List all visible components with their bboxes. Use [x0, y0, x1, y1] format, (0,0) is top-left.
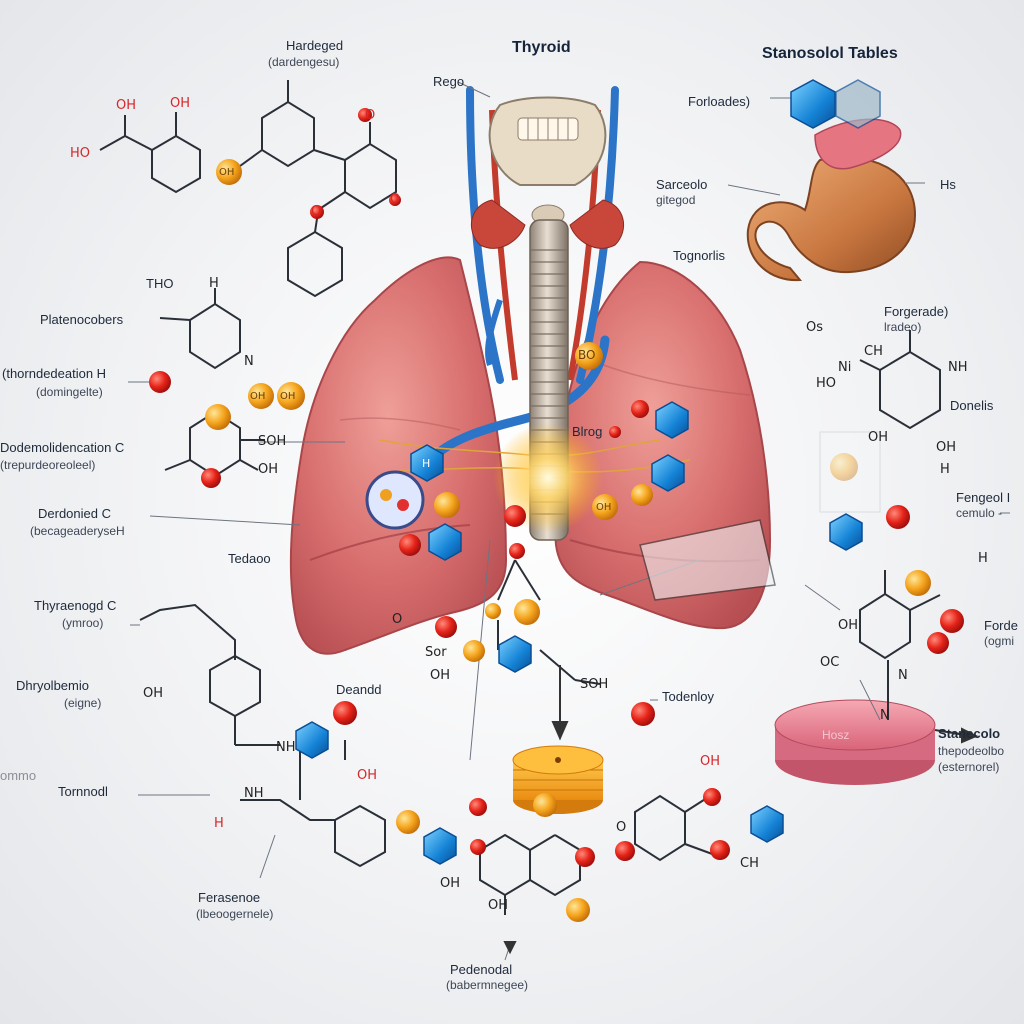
ommo-label: ommo — [0, 768, 37, 783]
bead-label-h: H — [422, 457, 431, 470]
glow-center — [493, 423, 603, 533]
chem-oh-10: OH — [700, 754, 721, 769]
chem-oh-5: OH — [143, 686, 164, 701]
chem-ho-2: HO — [816, 376, 837, 391]
orange-disc-icon — [512, 745, 604, 814]
chem-h-1: H — [214, 816, 224, 831]
sarceolo-label: Sarceolo — [656, 177, 708, 192]
chem-oh-7: OH — [868, 430, 889, 445]
tho-label: THO — [146, 276, 174, 291]
tognorlis-label: Tognorlis — [673, 248, 726, 263]
chem-o-4: O — [616, 820, 627, 835]
hardeged-sublabel: (dardengesu) — [268, 55, 340, 69]
rego-label: Rego — [433, 74, 465, 89]
chem-n: N — [880, 708, 890, 723]
chem-ch-2: CH — [740, 856, 759, 871]
forde-sublabel: (ogmi — [984, 634, 1015, 648]
hexagon-molecules — [295, 79, 881, 865]
chem-h-3: H — [978, 551, 988, 566]
chromdedeation-label: (thorndedeation H — [2, 366, 107, 381]
chem-nh-3: NH — [948, 360, 968, 375]
tedaoo-label: Tedaoo — [228, 551, 271, 566]
arrow-icon — [503, 665, 979, 955]
chromdedeation-sublabel: (domingelte) — [36, 385, 103, 399]
ferasenoe-sublabel: (lbeoogernele) — [196, 907, 274, 921]
chem-h-2: H — [940, 462, 950, 477]
chem-soh: SOH — [258, 434, 287, 449]
chem-ho-1: HO — [70, 146, 91, 161]
chem-nh-2: NH — [244, 786, 264, 801]
dodemolidencation-label: Dodemolidencation C — [0, 440, 125, 455]
chem-oh-3: OH — [258, 462, 279, 477]
bead-label-dd: OH — [250, 391, 266, 402]
chem-o-ring-3: O — [311, 204, 322, 219]
chem-sor: Sor — [425, 645, 447, 660]
chem-nh-1: NH — [276, 740, 296, 755]
pedenodal-label: Pedenodal — [450, 962, 513, 977]
bead-label-gg: OH — [280, 391, 296, 402]
bead-label-oh: OH — [219, 167, 235, 178]
stanecolo-sublabel-2: (esternorel) — [938, 760, 1000, 774]
chem-nh-4: N — [898, 668, 908, 683]
forloades-label: Forloades) — [688, 94, 751, 109]
bead-label-ol: OH — [596, 502, 612, 513]
tablet-imprint: Hosz — [822, 728, 850, 742]
dhryolbemio-label: Dhryolbemio — [16, 678, 89, 693]
atom-beads — [149, 108, 964, 922]
forgerade-label: Forgerade) — [884, 304, 949, 319]
chem-oh-11: OH — [440, 876, 461, 891]
pedenodal-sublabel: (babermnegee) — [446, 978, 529, 992]
platenocobers-label: Platenocobers — [40, 312, 124, 327]
chem-o-c: O — [392, 612, 403, 627]
hardeged-label: Hardeged — [286, 38, 344, 53]
stanecolo-sublabel: thepodeolbo — [938, 744, 1005, 758]
chem-oh-1: OH — [116, 98, 137, 113]
chem-o-ring: O — [365, 108, 376, 123]
chem-oh-12: OH — [488, 898, 509, 913]
molecule-structures — [99, 80, 941, 915]
hs-label: Hs — [940, 177, 956, 192]
chem-soh-2: SOH — [580, 677, 609, 692]
forgerade-sublabel: lradeo) — [884, 320, 922, 334]
fengeol-label: Fengeol I — [956, 490, 1011, 505]
thyraenogd-label: Thyraenogd C — [34, 598, 117, 613]
bead-label-bo: BO — [578, 348, 596, 362]
forde-label: Forde — [984, 618, 1018, 633]
dodemolidencation-sublabel: (trepurdeoreoleel) — [0, 458, 96, 472]
thyroid-title: Thyroid — [512, 39, 571, 56]
dhryolbemio-sublabel: (eigne) — [64, 696, 102, 710]
derdonied-label: Derdonied C — [38, 506, 111, 521]
derdonied-sublabel: (becageaderyseH — [30, 524, 125, 538]
thyroid-anatomy-icon — [471, 96, 624, 249]
stanosolol-tables-title: Stanosolol Tables — [762, 45, 898, 62]
chem-oh-9: OH — [838, 618, 859, 633]
deandd-label: Deandd — [336, 682, 382, 697]
chem-os: Os — [806, 320, 824, 335]
chem-ch-1: CH — [864, 344, 883, 359]
todenloy-label: Todenloy — [662, 689, 715, 704]
donelis-label: Donelis — [950, 398, 994, 413]
chem-o-ring-2: O — [390, 192, 401, 207]
thyraenogd-sublabel: (ymroo) — [62, 616, 104, 630]
chem-oh-4: OH — [430, 668, 451, 683]
chem-oh-6: OH — [357, 768, 378, 783]
chem-oc: OC — [820, 655, 840, 670]
pink-tablet-icon — [774, 699, 936, 785]
blrog-label: Blrog — [572, 424, 603, 439]
stomach-icon — [746, 118, 917, 282]
magnifier-icon — [365, 431, 881, 601]
fengeol-sublabel: cemulo - — [956, 506, 1003, 520]
ferasenoe-label: Ferasenoe — [198, 890, 261, 905]
sarceolo-sublabel: gitegod — [656, 193, 696, 207]
chem-n-h: N — [244, 354, 254, 369]
tornnodl-label: Tornnodl — [58, 784, 108, 799]
lung-left-icon — [289, 256, 508, 655]
chem-ni: Ni — [838, 360, 852, 375]
chem-h-top: H — [209, 276, 219, 291]
chem-oh-8: OH — [936, 440, 957, 455]
stanecolo-label: Stanecolo — [938, 726, 1001, 741]
chem-oh-2: OH — [170, 96, 191, 111]
